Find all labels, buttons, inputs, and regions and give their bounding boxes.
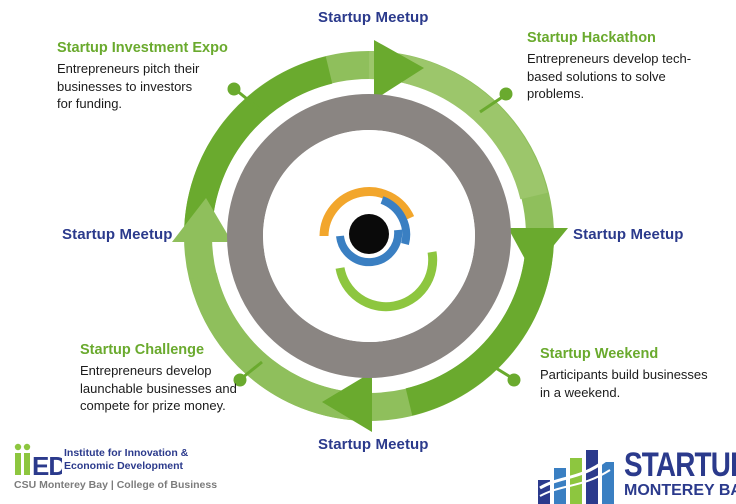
meetup-label-bottom: Startup Meetup — [318, 436, 429, 453]
connector-investment-expo — [235, 88, 264, 114]
iied-subtitle: CSU Monterey Bay | College of Business — [14, 479, 218, 491]
stage-challenge: Startup Challenge Entrepreneurs develop … — [80, 342, 260, 415]
connector-dot-weekend — [507, 373, 521, 387]
connector-challenge — [241, 360, 263, 380]
arrow-head-left — [172, 198, 232, 242]
stage-description: Entrepreneurs develop tech-based solutio… — [527, 51, 692, 101]
startup-word: STARTUP — [624, 446, 736, 484]
iied-line2: Economic Development — [64, 460, 184, 472]
emblem-black-core — [349, 214, 389, 254]
arrow-head-top — [374, 40, 424, 100]
emblem-orange-arc — [319, 187, 415, 237]
monterey-bay-word: MONTEREY BAY — [624, 482, 736, 499]
connector-dot-hackathon — [499, 87, 513, 101]
stage-hackathon: Startup Hackathon Entrepreneurs develop … — [527, 30, 727, 103]
emblem-blue-arc — [380, 196, 411, 246]
stage-investment-expo: Startup Investment Expo Entrepreneurs pi… — [57, 40, 257, 113]
stage-title: Startup Investment Expo — [57, 40, 228, 56]
stage-title: Startup Challenge — [80, 342, 205, 358]
startup-bars-icon — [538, 450, 614, 504]
ring-segment-bottom-right — [405, 235, 554, 416]
connector-dot-challenge — [233, 373, 247, 387]
arrow-head-right — [508, 228, 568, 272]
stage-title: Startup Hackathon — [527, 30, 656, 46]
emblem-green-arc — [335, 251, 438, 312]
stage-description: Entrepreneurs develop launchable busines… — [80, 363, 237, 413]
gray-ring — [227, 94, 511, 378]
arrow-head-bottom — [322, 372, 372, 432]
stage-title: Startup Weekend — [540, 346, 659, 362]
meetup-label-right: Startup Meetup — [573, 226, 684, 243]
meetup-label-top: Startup Meetup — [318, 9, 429, 26]
connector-weekend — [485, 360, 513, 380]
meetup-label-left: Startup Meetup — [62, 226, 173, 243]
connector-dot-investment-expo — [227, 82, 241, 96]
iied-logo: ED Institute for Innovation & Economic D… — [12, 443, 232, 499]
connector-hackathon — [479, 94, 505, 114]
iied-line1: Institute for Innovation & — [64, 447, 189, 459]
stage-description: Participants build businesses in a weeke… — [540, 367, 708, 400]
stage-description: Entrepreneurs pitch their businesses to … — [57, 61, 200, 111]
emblem-blue-ring — [336, 229, 403, 267]
stage-weekend: Startup Weekend Participants build busin… — [540, 346, 730, 401]
svg-text:ED: ED — [32, 451, 62, 477]
startup-monterey-bay-logo: STARTUP MONTEREY BAY — [536, 440, 736, 504]
iied-mark-icon: ED — [14, 443, 62, 477]
